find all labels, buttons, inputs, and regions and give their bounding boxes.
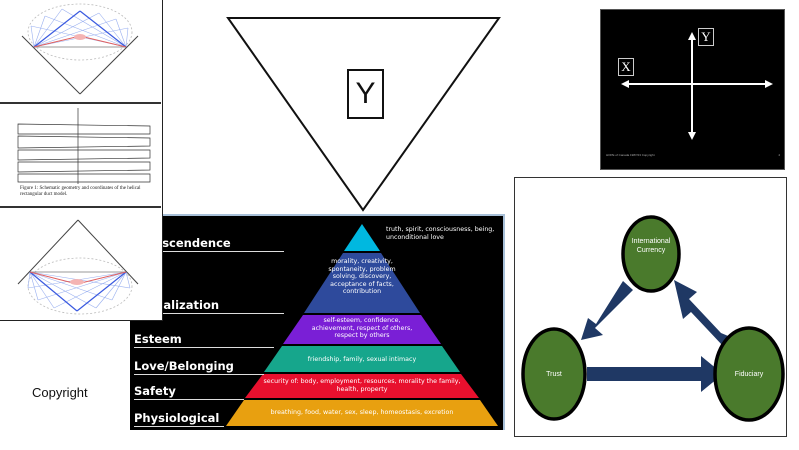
arrow-fiduciary-to-currency [674,280,733,346]
node-trust [521,327,587,421]
node-label-fiduciary: Fiduciary [734,371,764,378]
cone-diagram-bottom-svg [17,219,139,315]
figure-caption: Figure 1: Schematic geometry and coordin… [20,186,141,197]
level-label-safety: Safety [134,384,244,400]
maslow-pyramid-panel: Transcendence Actualization Esteem Love/… [130,214,505,430]
tier-text-esteem: self-esteem, confidence, achievement, re… [311,317,413,339]
tier-text-love-belonging: friendship, family, sexual intimacy [307,356,417,363]
pyramid-tier-physiological [226,400,498,426]
level-label-esteem: Esteem [134,332,274,348]
tier-text-transcendence: truth, spirit, consciousness, being, unc… [386,226,495,241]
x-axis-arrow-right [765,80,773,88]
tier-text-actualization: morality, creativity, spontaneity, probl… [328,258,396,295]
currency-cycle-diagram: International Currency Trust Fiduciary [514,177,787,437]
node-label-trust: Trust [546,371,562,378]
helical-duct-figure: Figure 1: Schematic geometry and coordin… [0,104,161,208]
level-label-love-belonging: Love/Belonging [134,359,264,375]
y-axis-label: Y [698,28,714,46]
cycle-svg [521,215,785,422]
x-axis-label: X [618,58,634,76]
node-fiduciary [713,326,785,422]
xy-footer-text: HOPE of Canada 1987/23 Copyright [606,153,655,157]
copyright-text: Copyright [32,385,88,400]
x-axis-arrow-left [621,80,629,88]
level-label-physiological: Physiological [134,411,224,427]
cone-diagram-top-svg [21,3,139,95]
node-label-international-currency: International Currency [631,238,671,254]
xy-page-number: 4 [778,153,780,157]
arrow-trust-to-fiduciary [587,356,723,392]
helical-duct-svg [17,108,151,184]
pyramid-svg [226,224,498,426]
cone-diagram-bottom [0,208,161,320]
xy-axes-svg [621,32,773,140]
cone-diagram-top [0,0,161,104]
pyramid-tier-love-belonging [264,346,460,372]
pyramid-tier-safety [245,374,479,398]
xy-axes-panel: X Y HOPE of Canada 1987/23 Copyright 4 [600,9,785,170]
arrow-currency-to-trust [581,281,633,340]
tier-text-safety: security of: body, employment, resources… [263,378,461,393]
node-international-currency [621,215,681,293]
pyramid-tier-esteem [283,315,441,344]
pyramid-tier-actualization [304,253,420,313]
left-figure-panel: Figure 1: Schematic geometry and coordin… [0,0,163,321]
y-axis-arrow-up [688,32,696,40]
pyramid-tier-transcendence [344,224,380,251]
tier-text-physiological: breathing, food, water, sex, sleep, home… [270,409,454,416]
y-axis-arrow-down [688,132,696,140]
y-label-box: Y [347,69,384,119]
